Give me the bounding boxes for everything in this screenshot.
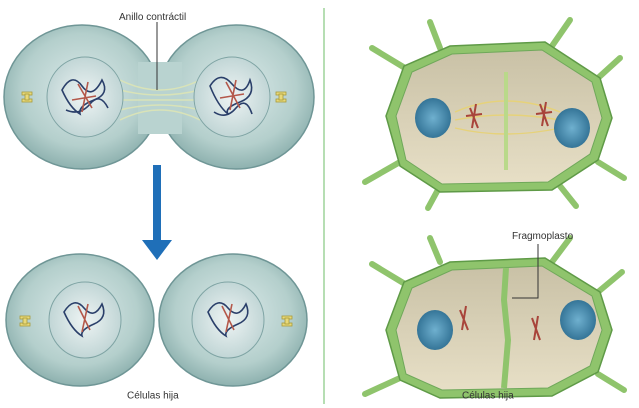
- plant-nucleus: [417, 310, 453, 350]
- plant-nucleus: [554, 108, 590, 148]
- plant-nucleus: [415, 98, 451, 138]
- phragmoplast-label: Fragmoplasto: [512, 231, 573, 242]
- plant-daughter-cells-label: Células hija: [462, 391, 514, 402]
- plant-nucleus: [560, 300, 596, 340]
- contractile-ring-label: Anillo contráctil: [119, 12, 186, 23]
- down-arrow-icon: [142, 165, 172, 260]
- animal-dividing-cell: [4, 22, 314, 169]
- plant-dividing-cell: [365, 20, 624, 208]
- animal-daughter-cells-label: Células hija: [127, 391, 179, 402]
- animal-daughter-cells: [6, 254, 307, 386]
- plant-daughter-cells: [365, 238, 624, 398]
